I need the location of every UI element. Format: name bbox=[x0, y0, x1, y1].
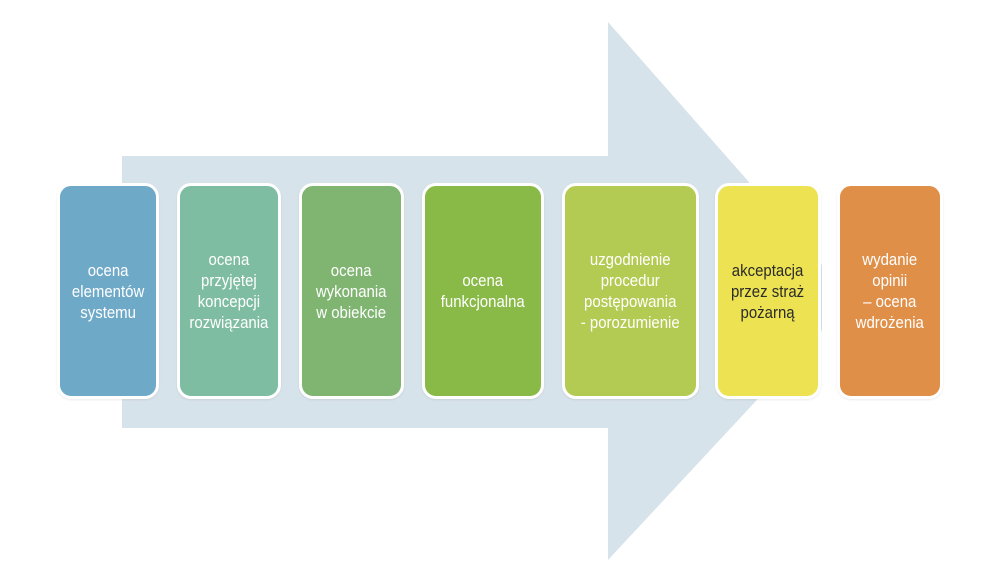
step-label: akceptacja przez straż pożarną bbox=[731, 260, 805, 322]
step-uzgodnienie-procedur: uzgodnienie procedur postępowania - poro… bbox=[562, 183, 699, 399]
step-label: ocena elementów systemu bbox=[71, 260, 145, 322]
step-label: uzgodnienie procedur postępowania - poro… bbox=[581, 250, 680, 332]
step-label: ocena przyjętej koncepcji rozwiązania bbox=[189, 250, 269, 332]
step-ocena-funkcjonalna: ocena funkcjonalna bbox=[422, 183, 544, 399]
step-label: ocena wykonania w obiekcie bbox=[316, 260, 387, 322]
step-label: wydanie opinii – ocena wdrożenia bbox=[855, 250, 925, 332]
step-label: ocena funkcjonalna bbox=[440, 271, 526, 311]
step-ocena-koncepcji: ocena przyjętej koncepcji rozwiązania bbox=[177, 183, 281, 399]
step-wydanie-opinii: wydanie opinii – ocena wdrożenia bbox=[837, 183, 943, 399]
step-ocena-wykonania: ocena wykonania w obiekcie bbox=[299, 183, 404, 399]
step-ocena-elementow-systemu: ocena elementów systemu bbox=[57, 183, 159, 399]
step-akceptacja-strazy: akceptacja przez straż pożarną bbox=[715, 183, 821, 399]
